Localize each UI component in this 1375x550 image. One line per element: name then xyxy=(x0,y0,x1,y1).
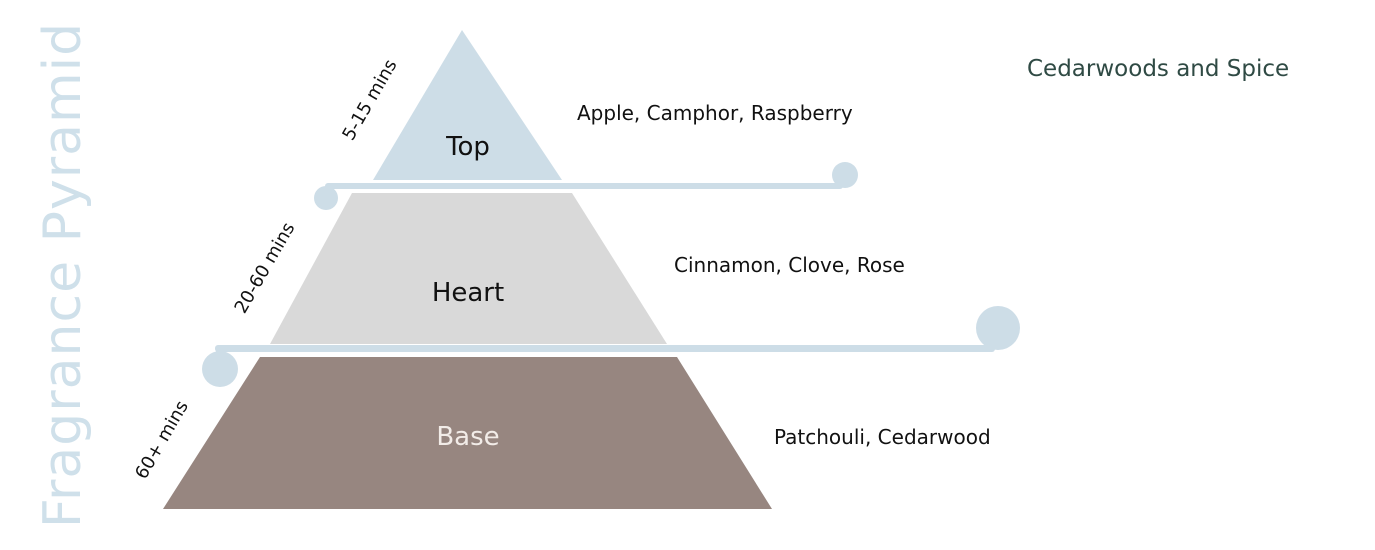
base-tier-shape xyxy=(163,357,772,509)
scroll-divider-bottom xyxy=(202,306,1020,387)
top-tier-label: Top xyxy=(446,132,490,162)
top-tier-shape xyxy=(373,30,562,180)
top-notes: Apple, Camphor, Raspberry xyxy=(577,101,853,125)
diagram-title: Fragrance Pyramid xyxy=(33,21,93,529)
base-tier-label: Base xyxy=(436,422,500,452)
heart-tier-shape xyxy=(270,193,667,344)
heart-notes: Cinnamon, Clove, Rose xyxy=(674,253,905,277)
base-notes: Patchouli, Cedarwood xyxy=(774,425,991,449)
heart-tier-label: Heart xyxy=(431,278,505,308)
scent-name: Cedarwoods and Spice xyxy=(1027,56,1290,82)
scroll-divider-top xyxy=(314,162,858,210)
